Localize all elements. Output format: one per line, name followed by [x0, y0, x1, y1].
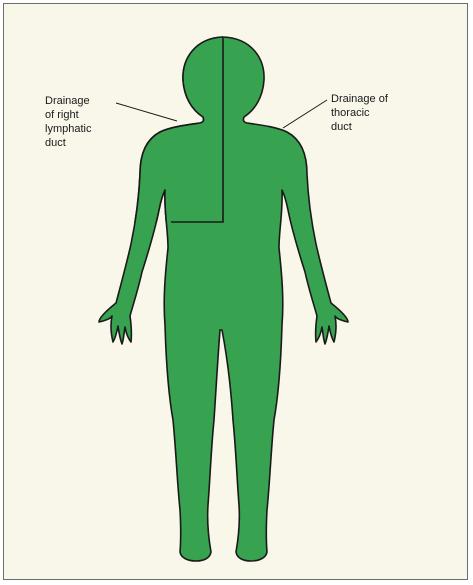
leader-line-right-lymphatic — [116, 103, 177, 121]
label-line: duct — [331, 120, 388, 134]
label-line: thoracic — [331, 106, 388, 120]
label-line: duct — [45, 136, 91, 150]
leader-line-thoracic — [283, 100, 327, 128]
label-thoracic-duct: Drainage of thoracic duct — [331, 92, 388, 134]
label-line: Drainage of — [331, 92, 388, 106]
label-line: Drainage — [45, 94, 91, 108]
label-right-lymphatic-duct: Drainage of right lymphatic duct — [45, 94, 91, 150]
label-line: of right — [45, 108, 91, 122]
label-line: lymphatic — [45, 122, 91, 136]
